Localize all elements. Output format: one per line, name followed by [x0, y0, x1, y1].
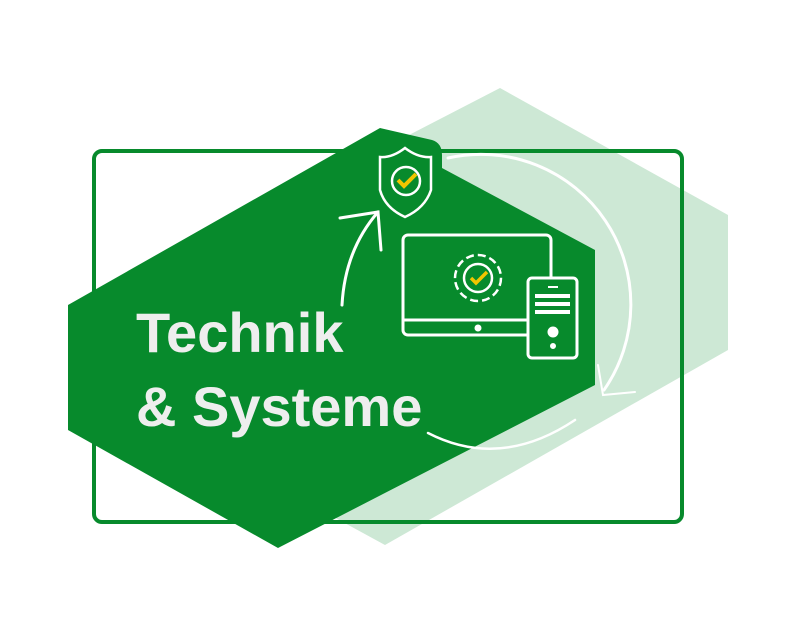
title-line-2: & Systeme [136, 375, 422, 438]
shield-check-icon [378, 146, 433, 219]
gear-check-icon [453, 253, 503, 303]
phone-icon [526, 276, 579, 360]
title-line-1: Technik [136, 301, 344, 364]
dark-hexagon [68, 128, 595, 548]
cycle-arrow-icon [338, 152, 636, 450]
